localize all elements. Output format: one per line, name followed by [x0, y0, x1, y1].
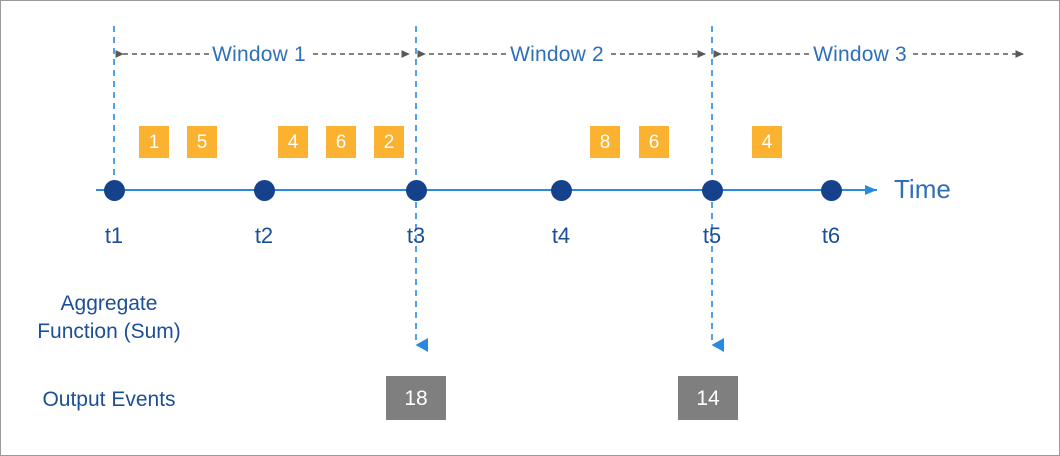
- timeline-label-t5: t5: [702, 223, 722, 248]
- timeline-dot-t6: [821, 180, 842, 201]
- event-box: 5: [187, 126, 217, 158]
- time-axis-label: Time: [894, 174, 951, 204]
- event-box: 8: [590, 126, 620, 158]
- timeline-label-t1: t1: [104, 223, 124, 248]
- timeline-label-t2: t2: [254, 223, 274, 248]
- aggregate-function-label: Aggregate Function (Sum): [37, 292, 181, 344]
- event-box: 6: [326, 126, 356, 158]
- timeline-label-t6: t6: [821, 223, 841, 248]
- event-box: 4: [752, 126, 782, 158]
- window-1-label: Window 1: [212, 43, 306, 66]
- timeline-dot-t2: [254, 180, 275, 201]
- event-box: 6: [639, 126, 669, 158]
- window-3-label: Window 3: [813, 43, 907, 66]
- timeline-label-t4: t4: [551, 223, 571, 248]
- timeline-dot-t5: [702, 180, 723, 201]
- event-box: 1: [139, 126, 169, 158]
- output-events-label: Output Events: [42, 388, 176, 411]
- timeline-dot-t4: [551, 180, 572, 201]
- window-2-label: Window 2: [510, 43, 604, 66]
- event-box: 4: [278, 126, 308, 158]
- timeline-dot-t3: [406, 180, 427, 201]
- output-box: 14: [678, 376, 738, 420]
- output-box: 18: [386, 376, 446, 420]
- event-box: 2: [374, 126, 404, 158]
- timeline-dot-t1: [104, 180, 125, 201]
- timeline-label-t3: t3: [406, 223, 426, 248]
